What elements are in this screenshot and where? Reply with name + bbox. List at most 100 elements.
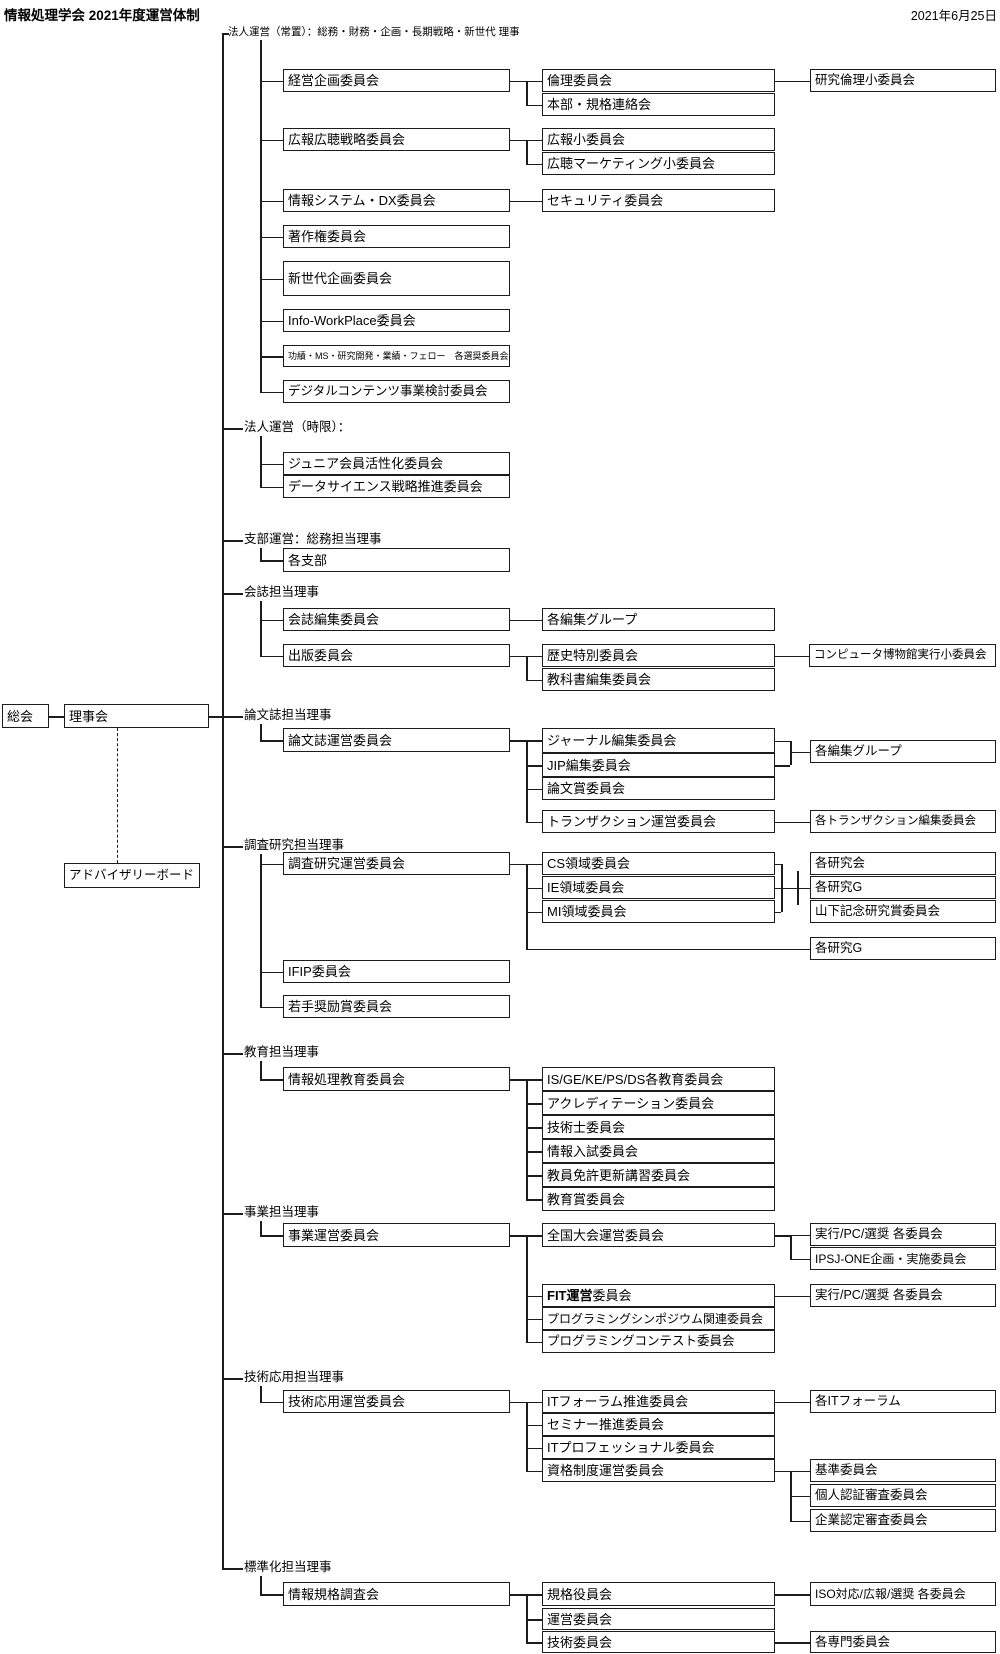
connector-line [222,1568,243,1570]
connector-line [526,911,542,913]
connector-line [775,765,790,767]
connector-line [260,1576,262,1594]
node-kyokasho: 教科書編集委員会 [542,668,775,691]
section-label-s1: 法人運営（常置）：総務・財務・企画・長期戦略・新世代 理事 [228,26,520,39]
section-label-s5: 論文誌担当理事 [244,708,332,723]
connector-line [222,593,243,595]
section-label-s2: 法人運営（時限）： [244,420,351,435]
connector-line [260,236,283,238]
node-datascience: データサイエンス戦略推進委員会 [283,475,510,498]
node-security: セキュリティ委員会 [542,189,775,212]
connector-line [790,751,810,753]
node-kakukenkyug2: 各研究G [810,937,996,960]
section-label-s7: 教育担当理事 [244,1045,320,1060]
connector-line [260,971,283,973]
connector-line [526,1341,542,1343]
node-akure: アクレディテーション委員会 [542,1091,775,1115]
connector-line [775,655,809,657]
connector-line [790,1495,810,1497]
connector-line [797,871,799,905]
connector-line [775,1401,810,1403]
connector-line [260,1079,283,1081]
connector-line [260,854,262,1007]
connector-line [260,139,283,141]
connector-line [510,619,542,621]
connector-line [526,139,528,164]
node-kouseki: 功績・MS・研究開発・業績・フェロー 各選奨委員会 [283,345,510,367]
connector-line [526,1619,542,1621]
connector-line [526,765,542,767]
node-kaishihenshu: 会誌編集委員会 [283,608,510,631]
connector-line [775,887,810,889]
connector-line [260,724,262,740]
connector-line [526,1424,542,1426]
connector-line [790,1234,792,1259]
section-label-s8: 事業担当理事 [244,1205,320,1220]
connector-line [526,655,528,680]
connector-line [260,548,262,560]
node-kikakuyakuin: 規格役員会 [542,1582,775,1606]
node-kakuitforum: 各ITフォーラム [810,1390,996,1413]
connector-line [260,80,283,82]
node-transaction: トランザクション運営委員会 [542,810,775,833]
connector-line [526,1127,542,1129]
node-kohokocho: 広報広聴戦略委員会 [283,128,510,151]
connector-line [260,1401,283,1403]
connector-line [260,601,262,656]
connector-line [526,1199,542,1201]
section-label-s10: 標準化担当理事 [244,1560,332,1575]
node-gijutsushi: 技術士委員会 [542,1115,775,1139]
connector-line [526,1318,542,1320]
node-johonyushi: 情報入試委員会 [542,1139,775,1163]
node-kigyo: 企業認定審査委員会 [810,1509,996,1532]
node-kijun: 基準委員会 [810,1459,996,1482]
connector-line [526,163,542,165]
node-junior: ジュニア会員活性化委員会 [283,452,510,475]
connector-line [49,716,64,718]
node-kenkyurinri: 研究倫理小委員会 [810,69,996,92]
connector-line [260,40,262,392]
node-ie: IE領域委員会 [542,876,775,899]
node-advisory: アドバイザリーボード [64,863,200,888]
connector-line [510,200,542,202]
node-jigyounei: 事業運営委員会 [283,1223,510,1247]
connector-line [526,948,810,950]
node-rinri: 倫理委員会 [542,69,775,92]
node-infowp: Info-WorkPlace委員会 [283,309,510,332]
connector-line [260,200,283,202]
connector-line [775,740,790,742]
connector-line [260,1594,283,1596]
connector-line [775,1295,810,1297]
node-kakushibu: 各支部 [283,548,510,572]
node-rijikai: 理事会 [64,704,209,728]
node-kojin: 個人認証審査委員会 [810,1484,996,1507]
connector-line [260,863,283,865]
connector-line [260,391,283,393]
node-chosaunei: 調査研究運営委員会 [283,852,510,875]
connector-line [526,740,528,822]
connector-line [222,846,243,848]
node-fit: FIT運営委員会 [542,1284,775,1307]
node-gijutsuiinkai: 技術委員会 [542,1631,775,1653]
node-contest: プログラミングコンテスト委員会 [542,1330,775,1353]
connector-line [775,1594,810,1596]
node-sokai: 総会 [2,704,49,728]
node-kohosho: 広報小委員会 [542,128,775,151]
node-kakuhenshu1: 各編集グループ [542,608,775,631]
node-iso: ISO対応/広報/選奨 各委員会 [810,1582,996,1606]
connector-line [526,887,542,889]
node-keiei: 経営企画委員会 [283,69,510,92]
section-label-s3: 支部運営：総務担当理事 [244,532,382,547]
node-shikaku: 資格制度運営委員会 [542,1459,775,1482]
node-kyoiku: 情報処理教育委員会 [283,1067,510,1091]
node-johodx: 情報システム・DX委員会 [283,189,510,212]
node-wakate: 若手奨励賞委員会 [283,995,510,1018]
connector-line [222,540,243,542]
connector-line [526,1235,528,1342]
node-jikko2: 実行/PC/選奨 各委員会 [810,1284,996,1307]
connector-line [526,1175,542,1177]
node-kakukenkyug1: 各研究G [810,876,996,899]
node-kyoikusho: 教育賞委員会 [542,1187,775,1211]
node-seminar: セミナー推進委員会 [542,1413,775,1436]
